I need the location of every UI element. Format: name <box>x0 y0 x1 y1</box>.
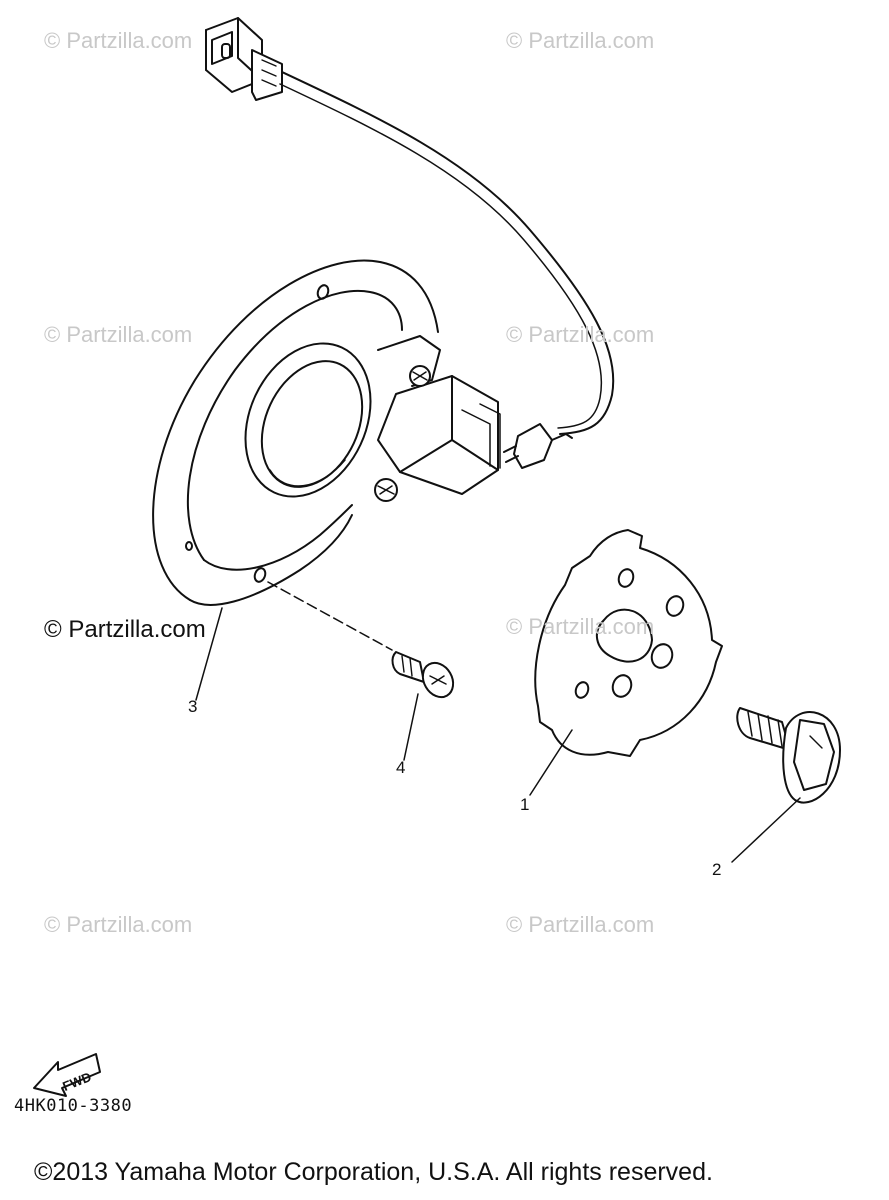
watermark-text: © Partzilla.com <box>506 322 655 347</box>
leader-line-4 <box>403 693 419 761</box>
timing-rotor <box>534 529 723 757</box>
callout-2: 2 <box>712 860 722 879</box>
assembly-line <box>267 581 393 651</box>
leader-line-1 <box>529 729 573 796</box>
callout-4: 4 <box>396 758 406 777</box>
pan-head-screw <box>391 651 455 699</box>
copyright-notice: ©2013 Yamaha Motor Corporation, U.S.A. A… <box>34 1158 713 1186</box>
watermark-text: © Partzilla.com <box>44 616 206 643</box>
leader-line-3 <box>195 607 223 701</box>
watermark-text: © Partzilla.com <box>44 912 193 937</box>
watermark-text: © Partzilla.com <box>506 614 655 639</box>
watermark-text: © Partzilla.com <box>506 28 655 53</box>
sensor-plate <box>152 259 439 606</box>
wire-grommet <box>503 423 573 469</box>
pickup-sensor <box>374 335 501 502</box>
forward-arrow-icon <box>33 1053 101 1097</box>
watermark-text: © Partzilla.com <box>44 322 193 347</box>
callout-3: 3 <box>188 697 198 716</box>
diagram-code: 4HK010-3380 <box>14 1096 133 1116</box>
wire-connector <box>205 17 283 101</box>
leader-line-2 <box>731 797 801 863</box>
wire-harness <box>281 71 615 435</box>
callout-1: 1 <box>520 795 530 814</box>
watermark-text: © Partzilla.com <box>506 912 655 937</box>
flange-bolt <box>736 707 841 804</box>
watermark-text: © Partzilla.com <box>44 28 193 53</box>
